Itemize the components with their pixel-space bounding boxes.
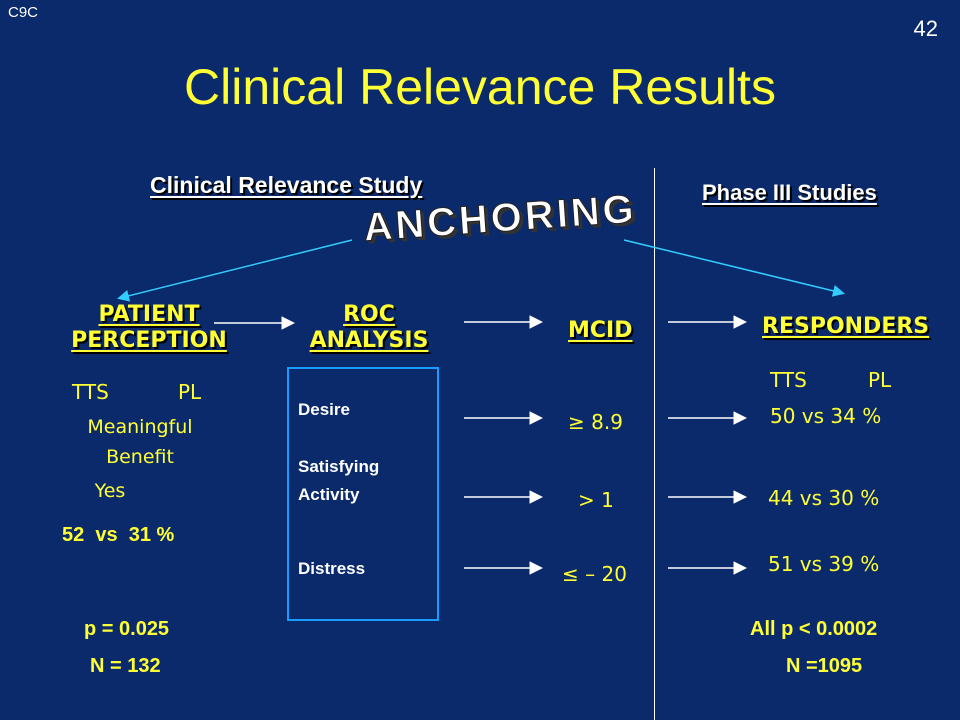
- resp-result-distress: 51 vs 39 %: [768, 552, 880, 576]
- meaningful-label: Meaningful: [87, 416, 193, 438]
- patient-perception-header: PATIENT PERCEPTION: [54, 302, 244, 354]
- vertical-divider: [654, 168, 655, 720]
- pp-result: 52 vs 31 %: [62, 524, 175, 546]
- roc-item-activity: Activity: [298, 485, 360, 504]
- corner-label: C9C: [8, 4, 39, 21]
- clinical-relevance-study-heading: Clinical Relevance Study: [150, 172, 423, 198]
- phase-iii-heading: Phase III Studies: [702, 180, 877, 205]
- slide-title: Clinical Relevance Results: [184, 59, 776, 115]
- anchor-line-left: [117, 239, 353, 302]
- resp-n: N =1095: [786, 655, 863, 677]
- roc-line-1: ROC: [343, 302, 395, 327]
- roc-item-distress: Distress: [298, 559, 366, 578]
- responders-header: RESPONDERS: [762, 314, 930, 339]
- roc-domain-box: [287, 367, 439, 621]
- mcid-value-distress: ≤ – 20: [562, 562, 627, 586]
- yes-label: Yes: [94, 480, 126, 502]
- pp-line-1: PATIENT: [98, 302, 200, 327]
- pp-p-value: p = 0.025: [84, 618, 170, 640]
- roc-item-satisfying: Satisfying: [298, 457, 380, 476]
- mcid-value-activity: > 1: [578, 488, 614, 512]
- resp-p-value: All p < 0.0002: [750, 618, 878, 640]
- resp-pl-label: PL: [868, 368, 892, 392]
- pp-n: N = 132: [90, 655, 161, 677]
- roc-item-desire: Desire: [298, 400, 350, 419]
- pp-tts-label: TTS: [72, 380, 109, 404]
- resp-result-desire: 50 vs 34 %: [770, 404, 882, 428]
- mcid-value-desire: ≥ 8.9: [568, 410, 623, 434]
- pp-line-2: PERCEPTION: [71, 328, 227, 353]
- mcid-header: MCID: [568, 318, 633, 343]
- benefit-label: Benefit: [106, 446, 174, 468]
- pp-pl-label: PL: [178, 380, 202, 404]
- resp-result-activity: 44 vs 30 %: [768, 486, 880, 510]
- anchor-line-right: [623, 239, 845, 297]
- resp-tts-label: TTS: [770, 368, 807, 392]
- roc-analysis-header: ROC ANALYSIS: [296, 302, 442, 354]
- roc-line-2: ANALYSIS: [309, 328, 429, 353]
- page-number: 42: [913, 16, 938, 41]
